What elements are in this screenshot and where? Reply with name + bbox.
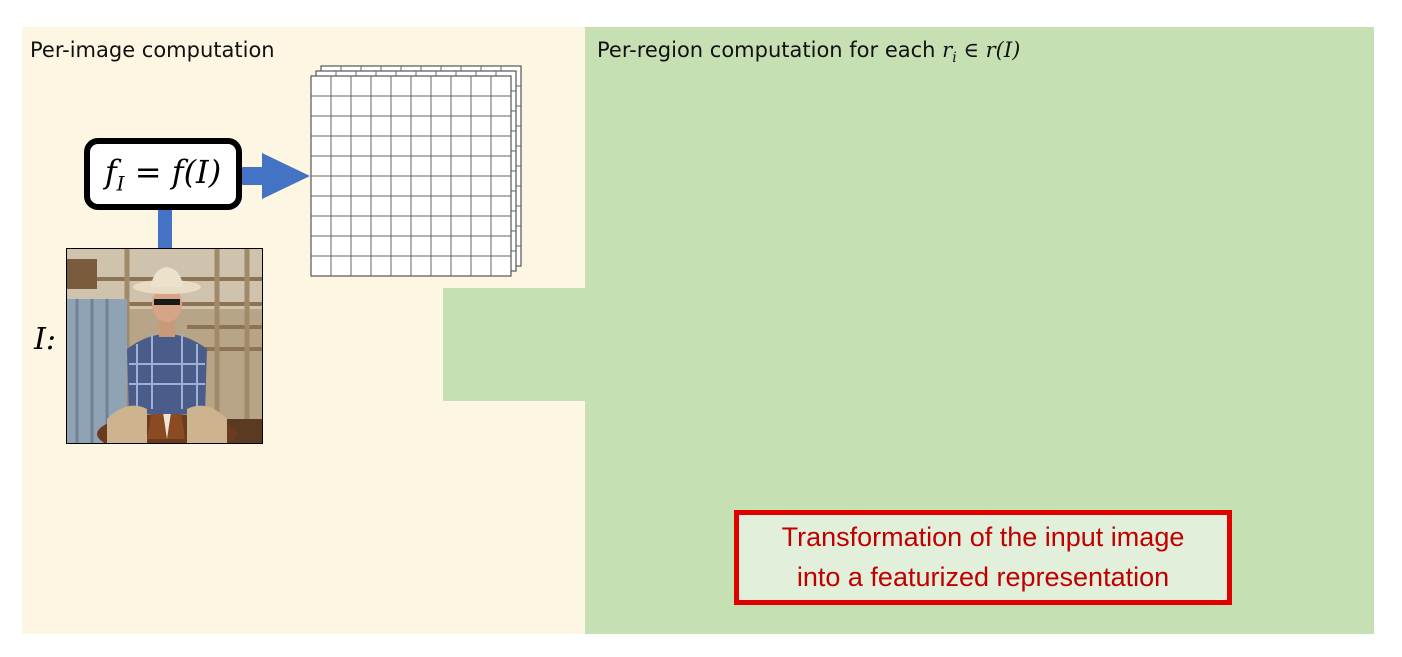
- function-label: fI = f(I): [105, 153, 221, 195]
- cowboy-on-horse-photo: [66, 248, 263, 444]
- image-label: I:: [34, 322, 56, 357]
- caption-box: Transformation of the input image into a…: [734, 510, 1232, 605]
- feature-map-layer: [310, 75, 512, 277]
- region-symbol-rest: ∈ r(I): [956, 38, 1021, 62]
- function-rhs: = f(I): [124, 152, 222, 191]
- feature-map-stack: [310, 65, 522, 277]
- per-region-title-text: Per-region computation for each: [597, 38, 943, 62]
- right-arrow-icon: [242, 153, 310, 199]
- region-symbol-base: r: [942, 38, 953, 62]
- function-lhs-sub: I: [116, 171, 125, 196]
- image-to-function-connector: [158, 210, 172, 248]
- caption-line-1: Transformation of the input image: [781, 522, 1185, 553]
- function-lhs-base: f: [104, 152, 117, 191]
- region-symbol-sub: i: [952, 50, 957, 67]
- per-region-title: Per-region computation for each ri ∈ r(I…: [597, 38, 1020, 66]
- per-region-panel-notch: [443, 288, 586, 401]
- per-image-title: Per-image computation: [30, 38, 275, 62]
- caption-line-2: into a featurized representation: [796, 561, 1170, 592]
- region-symbol: ri ∈ r(I): [942, 38, 1021, 66]
- function-box: fI = f(I): [84, 138, 242, 210]
